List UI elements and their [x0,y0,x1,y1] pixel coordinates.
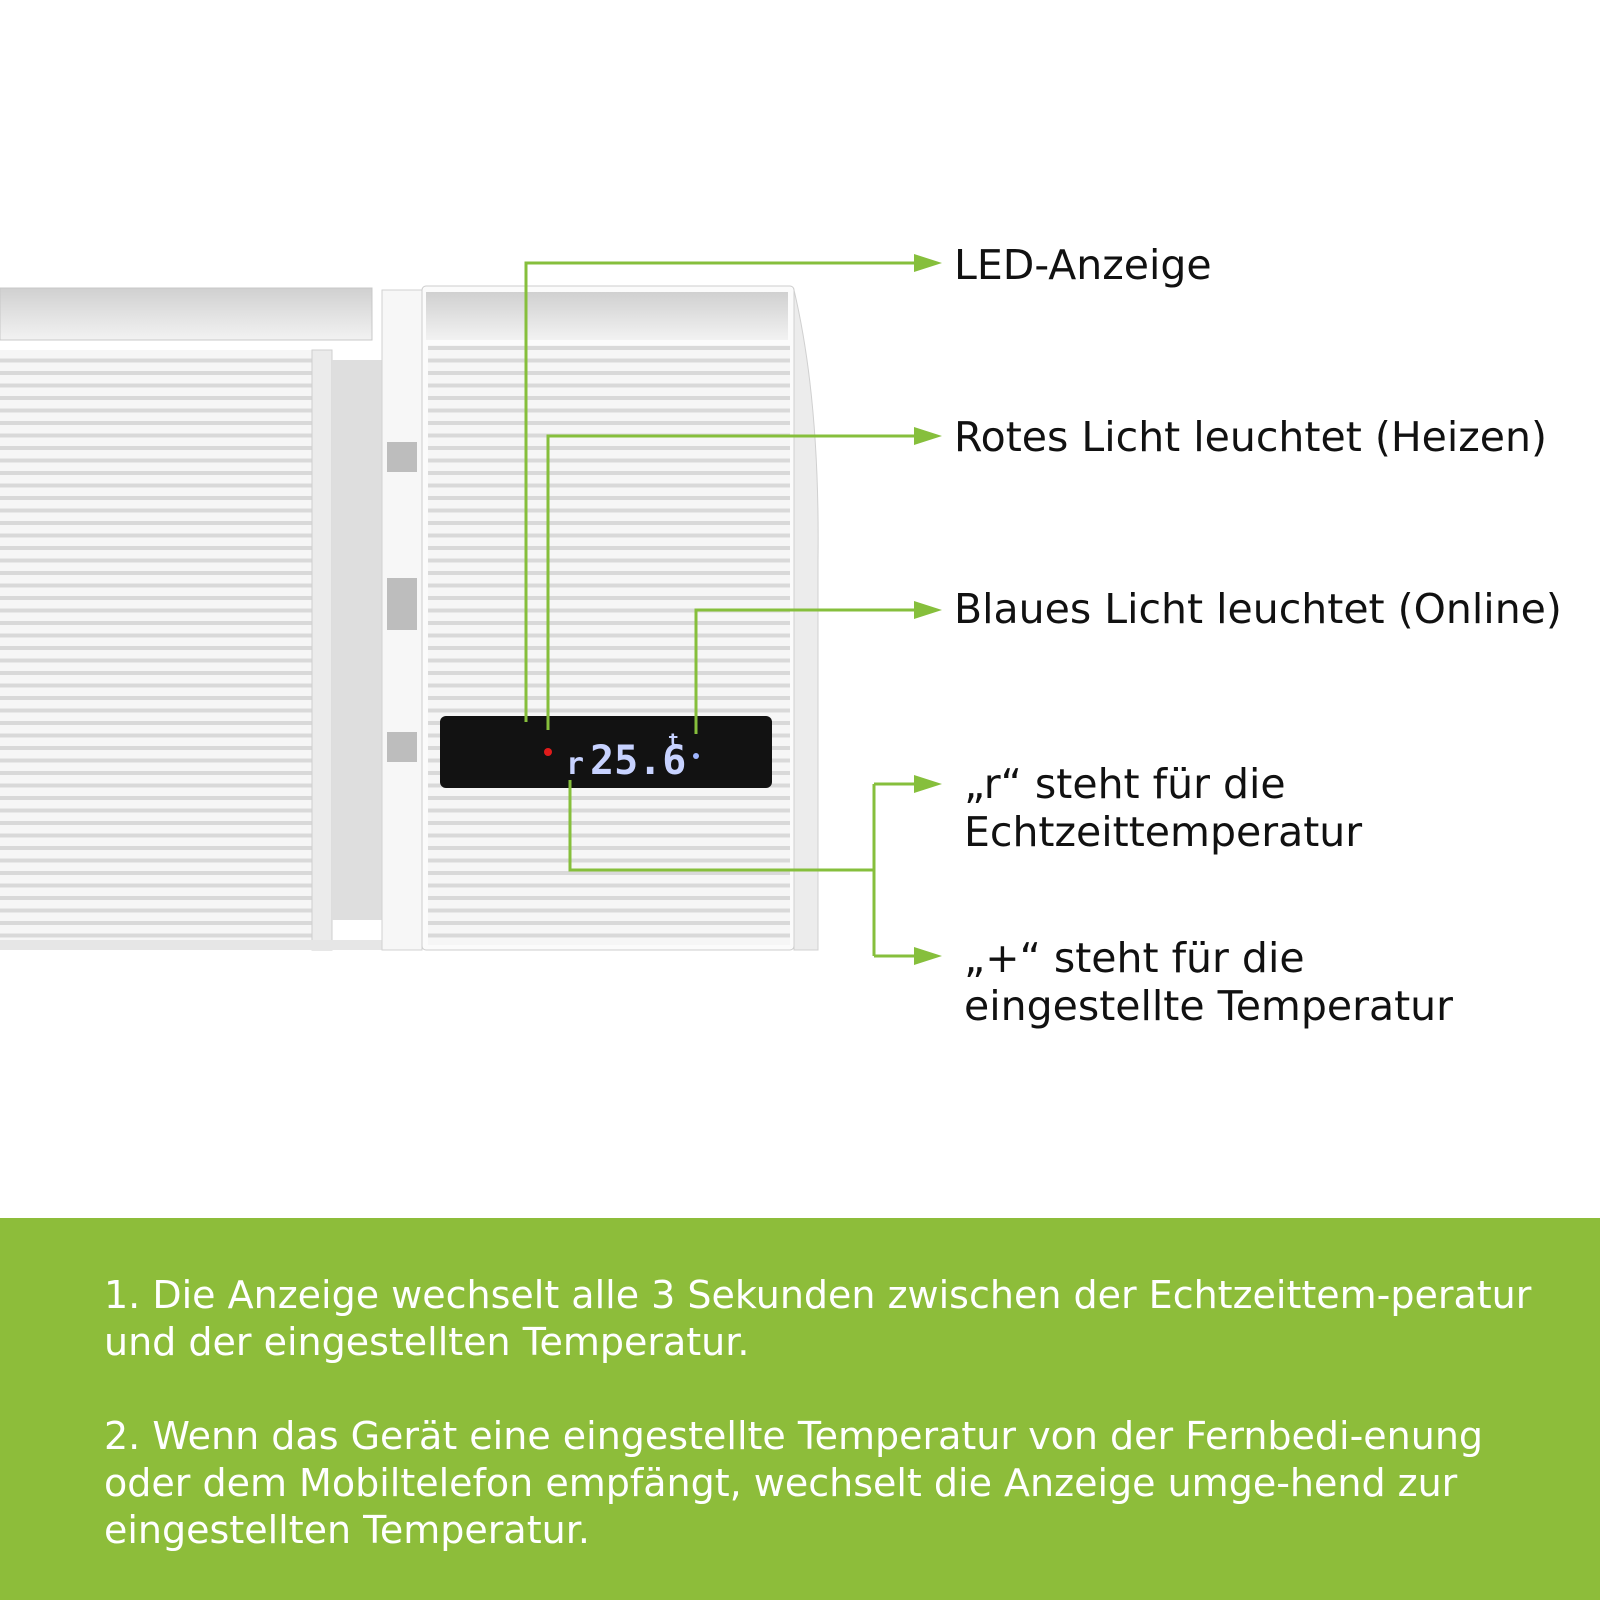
info-panel: 1. Die Anzeige wechselt alle 3 Sekunden … [0,1218,1600,1600]
callout-line-blue [694,608,915,734]
arrowhead-icon [914,427,942,445]
module-connector [381,289,423,951]
callout-arrowheads [914,254,942,965]
callout-plus-line2: eingestellte Temperatur [964,982,1454,1030]
callout-lines [524,261,915,958]
red-led-icon [544,748,552,756]
callout-led-display: LED-Anzeige [954,241,1212,289]
display-temperature: 25.6 [590,738,686,784]
arrowhead-icon [914,601,942,619]
left-heater-module [0,287,390,951]
arrowhead-icon [914,254,942,272]
callout-red-light: Rotes Licht leuchtet (Heizen) [954,413,1547,461]
callout-r-line1: „r“ steht für die [964,760,1286,808]
callout-r-line2: Echtzeittemperatur [964,808,1363,856]
callout-plus-symbol: „+“ steht für die eingestellte Temperatu… [964,934,1453,1030]
arrowhead-icon [914,775,942,793]
arrowhead-icon [914,947,942,965]
display-prefix: r [566,747,584,782]
callout-line-red [546,434,915,730]
callout-line-r [568,780,874,872]
display-unit: t [668,730,679,751]
note-2: 2. Wenn das Gerät eine eingestellte Temp… [104,1414,1484,1552]
callout-plus-line1: „+“ steht für die [964,934,1305,982]
right-heater-module [421,285,819,951]
note-1: 1. Die Anzeige wechselt alle 3 Sekunden … [104,1273,1532,1364]
callout-r-symbol: „r“ steht für die Echtzeittemperatur [964,760,1362,856]
led-display: r 25.6 t [440,716,772,788]
callout-line-led [524,261,915,722]
heater-illustration: r 25.6 t [0,254,942,965]
callout-blue-light: Blaues Licht leuchtet (Online) [954,585,1562,633]
blue-led-icon [693,753,699,759]
